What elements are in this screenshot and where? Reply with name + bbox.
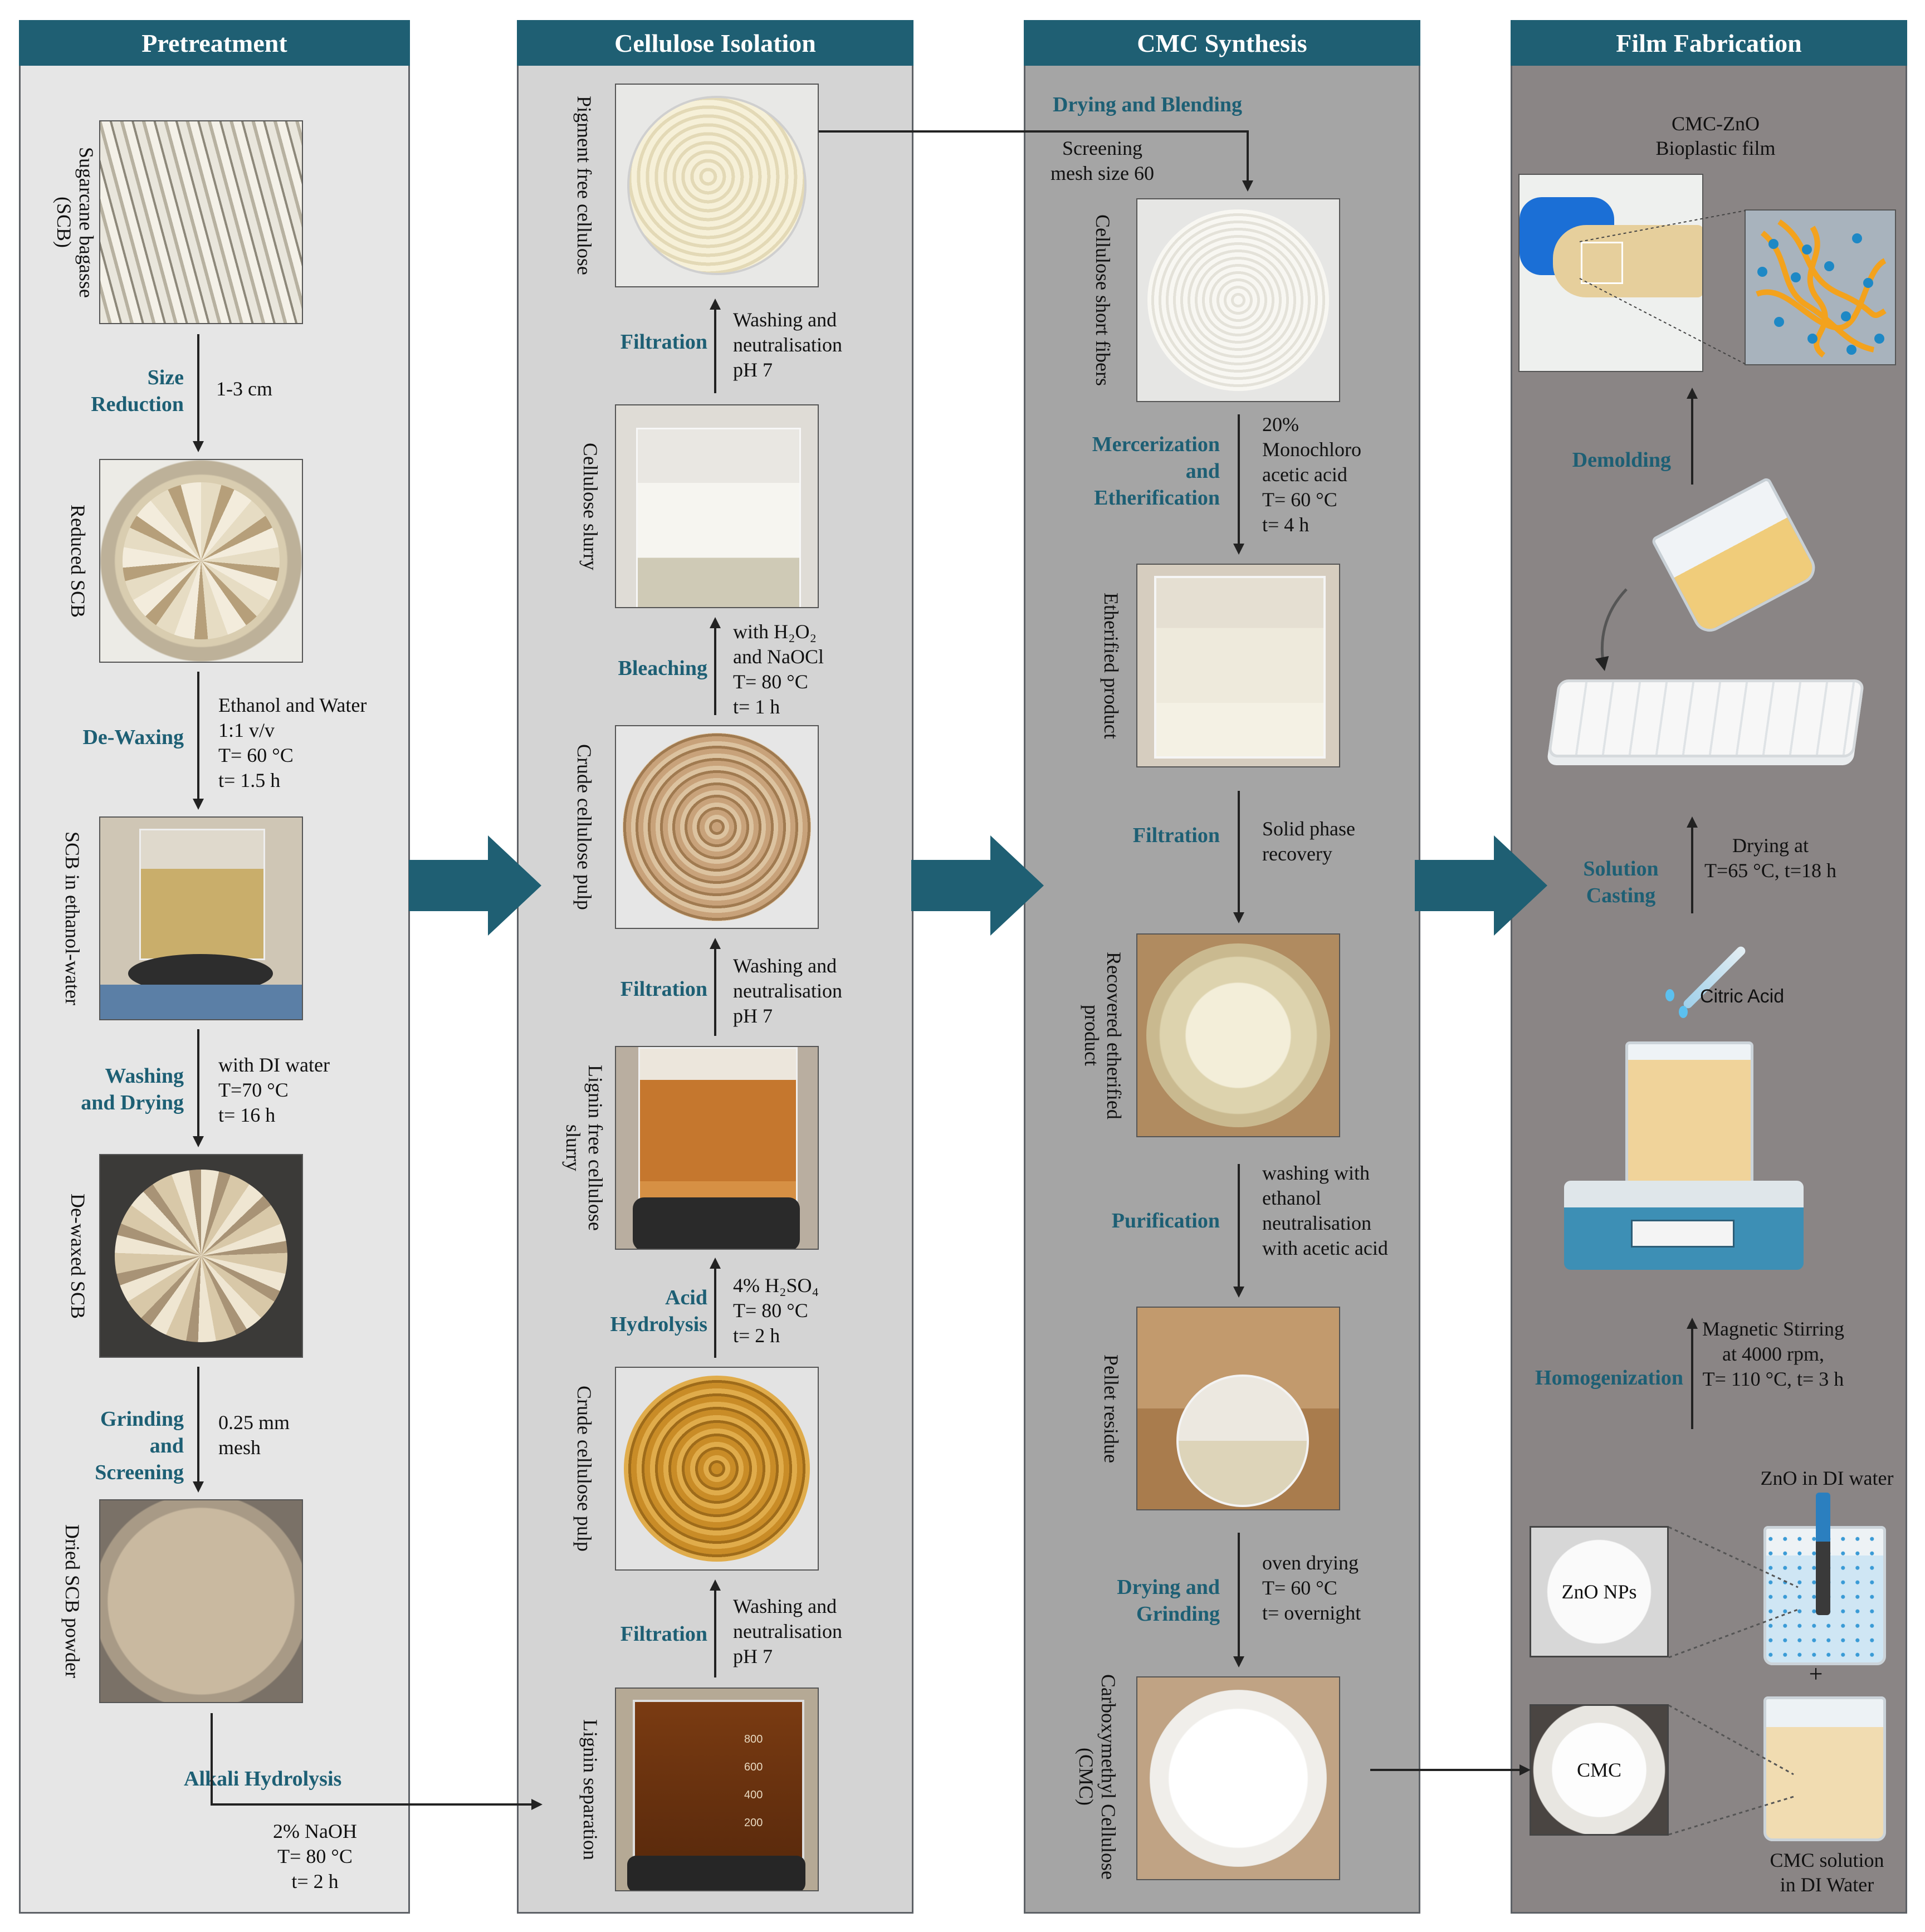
label-scb-ethanol-water: SCB in ethanol-water: [61, 832, 84, 1005]
big-arrow-1: [409, 835, 541, 936]
label-crude-cellulose-pulp-2: Crude cellulose pulp: [573, 1386, 595, 1552]
stirred-beaker-icon: [1625, 1041, 1753, 1203]
cond-bleaching: with H₂O₂ and NaOCl T= 80 °C t= 1 h: [733, 620, 824, 718]
photo-etherified-product: [1136, 564, 1340, 767]
photo-scb-ethanol-water: [99, 816, 303, 1020]
label-cmc: Carboxymethyl Cellulose (CMC): [1075, 1674, 1120, 1880]
step-demolding: Demolding: [1572, 448, 1671, 472]
beaker-tick-400: 400: [744, 1789, 763, 1801]
cond-size-reduction: 1-3 cm: [216, 378, 272, 400]
label-etherified-product: Etherified product: [1100, 592, 1122, 739]
label-cmc-solution: CMC solution in DI Water: [1770, 1849, 1884, 1896]
label-lignin-free-slurry: Lignin free cellulose slurry: [562, 1065, 607, 1231]
photo-crude-cellulose-pulp-2: [615, 1367, 819, 1571]
photo-crude-cellulose-pulp-1: [615, 725, 819, 929]
label-cellulose-slurry: Cellulose slurry: [579, 442, 602, 570]
drop-icon-2: [1679, 1006, 1688, 1018]
photo-dewaxed-scb: [99, 1154, 303, 1358]
step-filtration-3: Filtration: [620, 1622, 707, 1646]
big-arrow-3: [1415, 835, 1547, 936]
label-citric-acid: Citric Acid: [1700, 986, 1785, 1007]
photo-dried-scb-powder: [99, 1499, 303, 1703]
step-homogenization: Homogenization: [1535, 1366, 1683, 1390]
label-dried-scb-powder: Dried SCB powder: [61, 1524, 84, 1678]
step-size-reduction: Size Reduction: [91, 366, 184, 416]
beaker-tick-800: 800: [744, 1733, 763, 1745]
cond-filtration-cmc: Solid phase recovery: [1262, 818, 1355, 865]
photo-cmc-powder: [1136, 1676, 1340, 1880]
cmc-beaker-icon: [1763, 1696, 1886, 1841]
panel-title-cmc: CMC Synthesis: [1024, 20, 1420, 66]
arrow-to-cmc: [819, 130, 1253, 192]
step-purification: Purification: [1111, 1209, 1220, 1232]
drop-icon: [1665, 989, 1674, 1001]
label-sugarcane-bagasse: Sugarcane bagasse (SCB): [53, 146, 97, 298]
cond-filtration-2: Washing and neutralisation pH 7: [733, 955, 842, 1027]
magnetic-stirrer-icon: [1564, 1181, 1804, 1270]
cond-dewaxing: Ethanol and Water 1:1 v/v T= 60 °C t= 1.…: [218, 694, 367, 791]
cond-purification: washing with ethanol neutralisation with…: [1262, 1162, 1388, 1259]
step-acid-hydrolysis: Acid Hydrolysis: [610, 1286, 707, 1336]
cond-alkali-hydrolysis: 2% NaOH T= 80 °C t= 2 h: [273, 1820, 357, 1892]
label-cellulose-short-fibers: Cellulose short fibers: [1092, 214, 1114, 386]
label-pigment-free-cellulose: Pigment free cellulose: [573, 96, 595, 275]
step-grinding-screening: Grinding and Screening: [95, 1407, 184, 1484]
photo-cellulose-slurry: [615, 404, 819, 608]
cond-grinding-screening: 0.25 mm mesh: [218, 1411, 290, 1459]
inset-cmc: CMC: [1530, 1704, 1669, 1836]
label-pellet-residue: Pellet residue: [1100, 1354, 1122, 1463]
cond-homogenization: Magnetic Stirring at 4000 rpm, T= 110 °C…: [1702, 1318, 1844, 1390]
step-filtration-1: Filtration: [620, 330, 707, 354]
big-arrow-2: [911, 835, 1044, 936]
photo-recovered-etherified: [1136, 933, 1340, 1137]
photo-cellulose-short-fibers: [1136, 198, 1340, 402]
beaker-tick-600: 600: [744, 1761, 763, 1773]
step-bleaching: Bleaching: [618, 657, 707, 680]
step-washing-drying: Washing and Drying: [81, 1064, 184, 1114]
beaker-tick-200: 200: [744, 1817, 763, 1829]
cond-filtration-1: Washing and neutralisation pH 7: [733, 309, 842, 381]
plus-sign: +: [1809, 1660, 1823, 1688]
label-dewaxed-scb: De-waxed SCB: [67, 1193, 89, 1319]
photo-lignin-free-slurry: [615, 1046, 819, 1250]
cond-solution-casting: Drying at T=65 °C, t=18 h: [1704, 834, 1837, 882]
photo-reduced-scb: [99, 459, 303, 663]
photo-pellet-residue: [1136, 1307, 1340, 1510]
step-drying-grinding: Drying and Grinding: [1117, 1576, 1220, 1626]
photo-lignin-separation: 800 600 400 200: [615, 1688, 819, 1891]
step-mercerization: Mercerization and Etherification: [1092, 433, 1220, 510]
cond-acid-hydrolysis: 4% H₂SO₄ T= 80 °C t= 2 h: [733, 1274, 819, 1347]
photo-sugarcane-bagasse: [99, 120, 303, 324]
label-recovered-etherified: Recovered etherified product: [1081, 951, 1125, 1119]
label-cmc-badge: CMC: [1576, 1759, 1622, 1781]
panel-title-pretreatment: Pretreatment: [19, 20, 410, 66]
step-solution-casting: Solution Casting: [1583, 857, 1659, 907]
step-drying-blending: Drying and Blending: [1053, 93, 1242, 116]
beaker-scale: 800 600 400 200: [744, 1733, 789, 1856]
inset-zno-nps: ZnO NPs: [1530, 1526, 1669, 1657]
label-reduced-scb: Reduced SCB: [67, 504, 89, 618]
arrow-pour: [1595, 588, 1628, 671]
cond-drying-grinding: oven drying T= 60 °C t= overnight: [1262, 1552, 1361, 1624]
label-zno-in-water: ZnO in DI water: [1760, 1467, 1894, 1489]
cond-drying-blending: Screening mesh size 60: [1051, 137, 1154, 184]
photo-pigment-free-cellulose: [615, 84, 819, 287]
cond-washing-drying: with DI water T=70 °C t= 16 h: [218, 1054, 330, 1126]
photo-bioplastic-film: [1518, 174, 1703, 372]
film-structure-inset: [1745, 209, 1896, 365]
arrow-alkali: [211, 1713, 543, 1810]
cond-filtration-3: Washing and neutralisation pH 7: [733, 1595, 842, 1667]
panel-title-isolation: Cellulose Isolation: [517, 20, 913, 66]
label-zno-nps: ZnO NPs: [1561, 1581, 1637, 1603]
cond-mercerization: 20% Monochloro acetic acid T= 60 °C t= 4…: [1262, 413, 1361, 536]
panel-title-film: Film Fabrication: [1511, 20, 1907, 66]
step-dewaxing: De-Waxing: [82, 726, 184, 749]
label-lignin-separation: Lignin separation: [579, 1719, 602, 1860]
film-title: CMC-ZnO Bioplastic film: [1655, 113, 1776, 159]
step-filtration-cmc: Filtration: [1132, 824, 1220, 847]
homogenizer-probe-icon: [1816, 1493, 1830, 1615]
label-crude-cellulose-pulp-1: Crude cellulose pulp: [573, 744, 595, 910]
step-filtration-2: Filtration: [620, 977, 707, 1001]
